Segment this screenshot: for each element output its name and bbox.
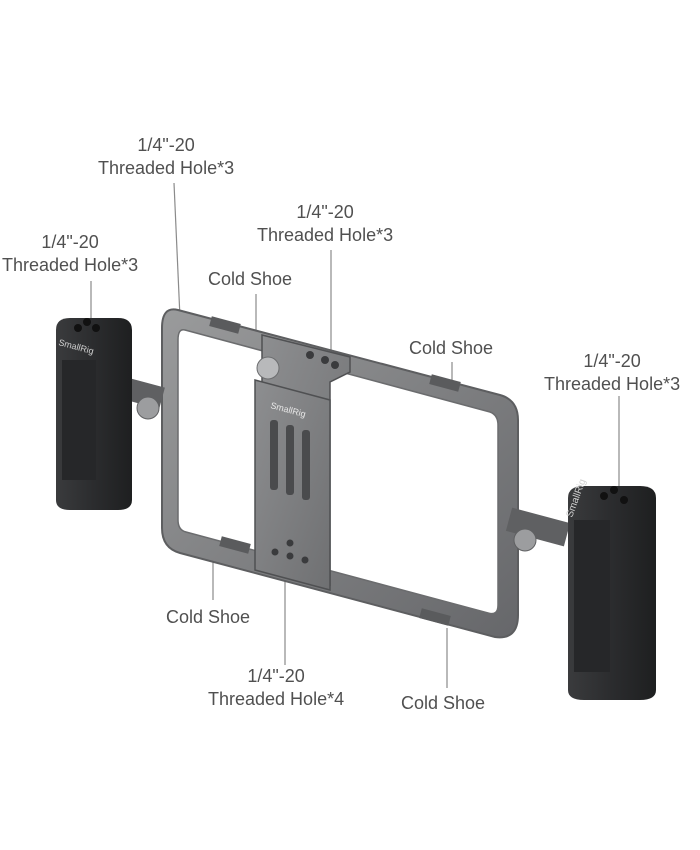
- label-top-center-threaded-hole: 1/4"-20 Threaded Hole*3: [257, 201, 393, 247]
- label-line-1: 1/4"-20: [583, 351, 641, 371]
- left-handle: SmallRig: [56, 318, 165, 510]
- label-cold-shoe-bottom-right: Cold Shoe: [401, 693, 486, 713]
- label-line-2: Threaded Hole*3: [544, 374, 681, 394]
- label-line-2: Threaded Hole*3: [98, 158, 235, 178]
- label-line-2: Threaded Hole*4: [208, 689, 345, 709]
- label-left-handle-threaded-hole: 1/4"-20 Threaded Hole*3: [2, 231, 138, 277]
- label-line-1: 1/4"-20: [296, 202, 354, 222]
- right-handle: SmallRig: [505, 478, 656, 700]
- label-line-1: 1/4"-20: [247, 666, 305, 686]
- label-cold-shoe-top-left: Cold Shoe: [208, 269, 293, 289]
- label-right-handle-threaded-hole: 1/4"-20 Threaded Hole*3: [544, 350, 680, 396]
- label-line-2: Threaded Hole*3: [2, 255, 139, 275]
- center-clamp-plate: SmallRig: [254, 334, 351, 591]
- label-bottom-center-threaded-hole: 1/4"-20 Threaded Hole*4: [208, 665, 344, 711]
- label-line-2: Threaded Hole*3: [257, 225, 394, 245]
- label-cold-shoe-bottom-left: Cold Shoe: [166, 607, 251, 627]
- label-top-left-threaded-hole: 1/4"-20 Threaded Hole*3: [98, 134, 234, 180]
- label-line-1: 1/4"-20: [137, 135, 195, 155]
- label-cold-shoe-top-right: Cold Shoe: [409, 338, 494, 358]
- label-line-1: 1/4"-20: [41, 232, 99, 252]
